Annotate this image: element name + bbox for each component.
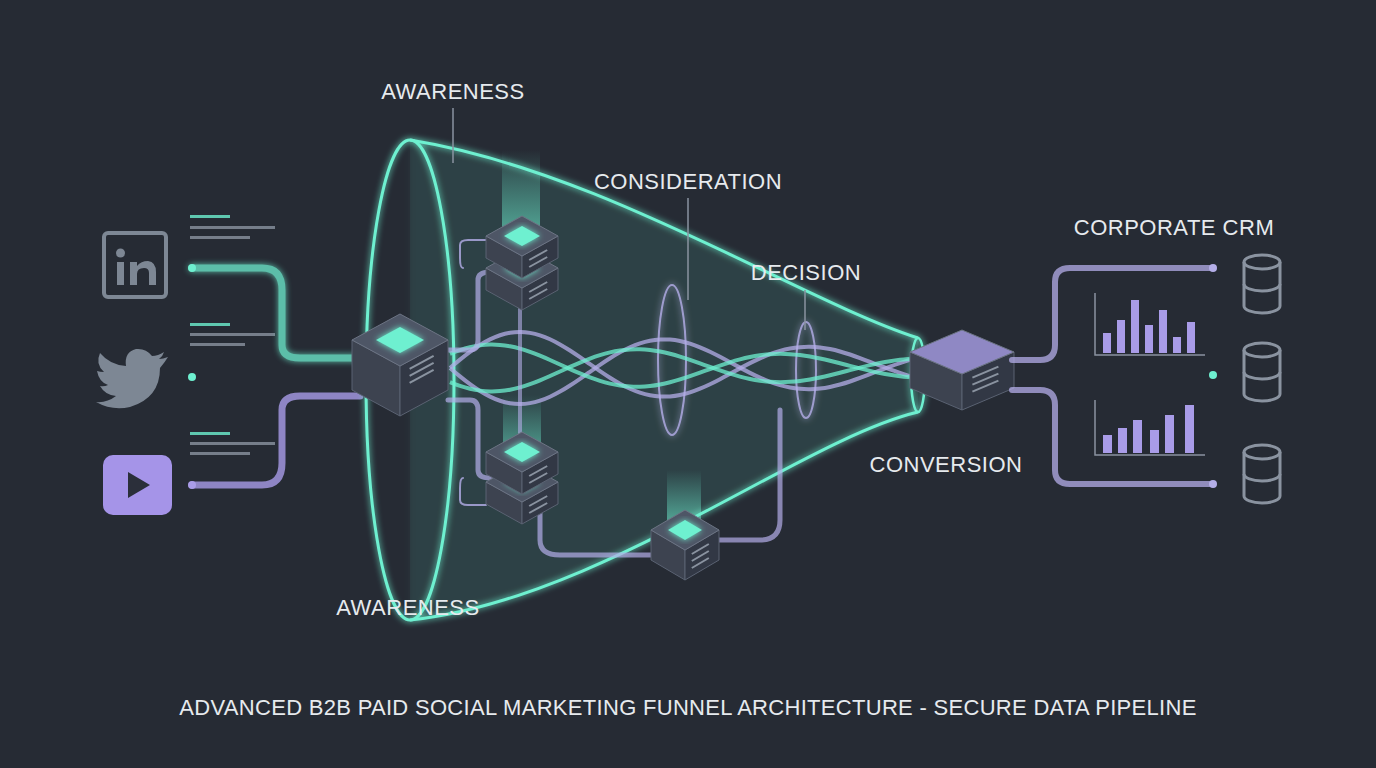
database-icon (1244, 255, 1280, 313)
system-label: CORPORATE CRM (1074, 217, 1274, 239)
server-cube (910, 330, 1014, 410)
text-lines (190, 215, 275, 455)
funnel-outline (366, 140, 925, 620)
stage-label: AWARENESS (336, 597, 479, 619)
internal-pipes (448, 240, 780, 555)
server-cube (486, 432, 558, 494)
stage-label: CONVERSION (870, 454, 1023, 476)
stage-label: CONSIDERATION (594, 171, 782, 193)
server-cube (486, 216, 558, 278)
server-cubes (352, 216, 1014, 580)
server-cube (651, 510, 719, 580)
server-cube (352, 314, 448, 416)
youtube-icon (103, 455, 172, 515)
input-pipes (188, 264, 360, 489)
twitter-icon (96, 349, 168, 408)
stage-label: AWARENESS (381, 81, 524, 103)
bar-chart (1095, 293, 1205, 455)
linkedin-icon (104, 233, 166, 297)
database-icon (1244, 445, 1280, 503)
leader-lines (453, 108, 805, 330)
caption: ADVANCED B2B PAID SOCIAL MARKETING FUNNE… (179, 697, 1196, 719)
database-icon (1244, 343, 1280, 401)
database-icons (1244, 255, 1280, 503)
output-pipes (1012, 264, 1217, 488)
stage-label: DECISION (751, 262, 861, 284)
